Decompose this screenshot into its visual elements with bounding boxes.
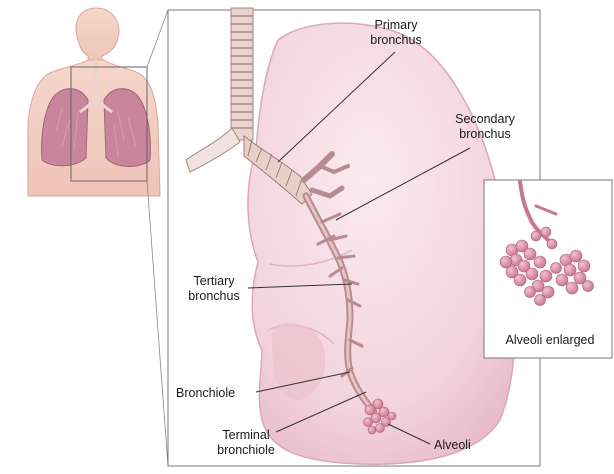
alveoli-inset	[484, 180, 612, 358]
torso-thumbnail	[28, 8, 168, 466]
label-alveoli: Alveoli	[434, 438, 471, 453]
label-secondary-bronchus: Secondary bronchus	[440, 112, 530, 142]
label-terminal-line-2: bronchiole	[204, 443, 288, 458]
label-primary-line-1: Primary	[356, 18, 436, 33]
inset-caption: Alveoli enlarged	[488, 333, 612, 347]
label-secondary-line-1: Secondary	[440, 112, 530, 127]
label-bronchiole: Bronchiole	[176, 386, 235, 401]
label-tertiary-line-1: Tertiary	[176, 274, 252, 289]
label-tertiary-bronchus: Tertiary bronchus	[176, 274, 252, 304]
label-primary-bronchus: Primary bronchus	[356, 18, 436, 48]
label-secondary-line-2: bronchus	[440, 127, 530, 142]
inset-frame	[484, 180, 612, 358]
label-terminal-bronchiole: Terminal bronchiole	[204, 428, 288, 458]
label-terminal-line-1: Terminal	[204, 428, 288, 443]
head	[76, 8, 119, 62]
trachea	[231, 8, 253, 140]
label-primary-line-2: bronchus	[356, 33, 436, 48]
label-tertiary-line-2: bronchus	[176, 289, 252, 304]
